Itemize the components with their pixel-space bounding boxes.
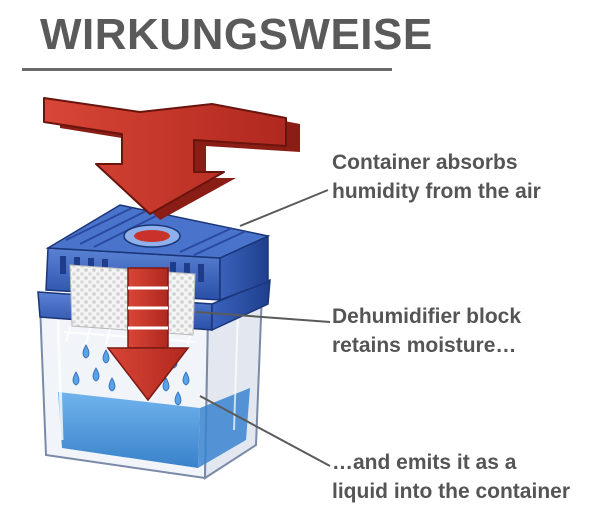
air-inflow-arrow [43, 97, 300, 220]
label-retains-moisture: Dehumidifier block retains moisture… [332, 305, 522, 357]
label-absorbs-humidity: Container absorbs humidity from the air [332, 151, 541, 203]
page-title: WIRKUNGSWEISE [40, 10, 433, 59]
leader-lines [195, 189, 331, 467]
inner-arrow [106, 267, 190, 402]
label-emits-liquid: …and emits it as a liquid into the conta… [332, 451, 570, 503]
title-underline [22, 68, 392, 71]
water-droplets [72, 344, 190, 406]
